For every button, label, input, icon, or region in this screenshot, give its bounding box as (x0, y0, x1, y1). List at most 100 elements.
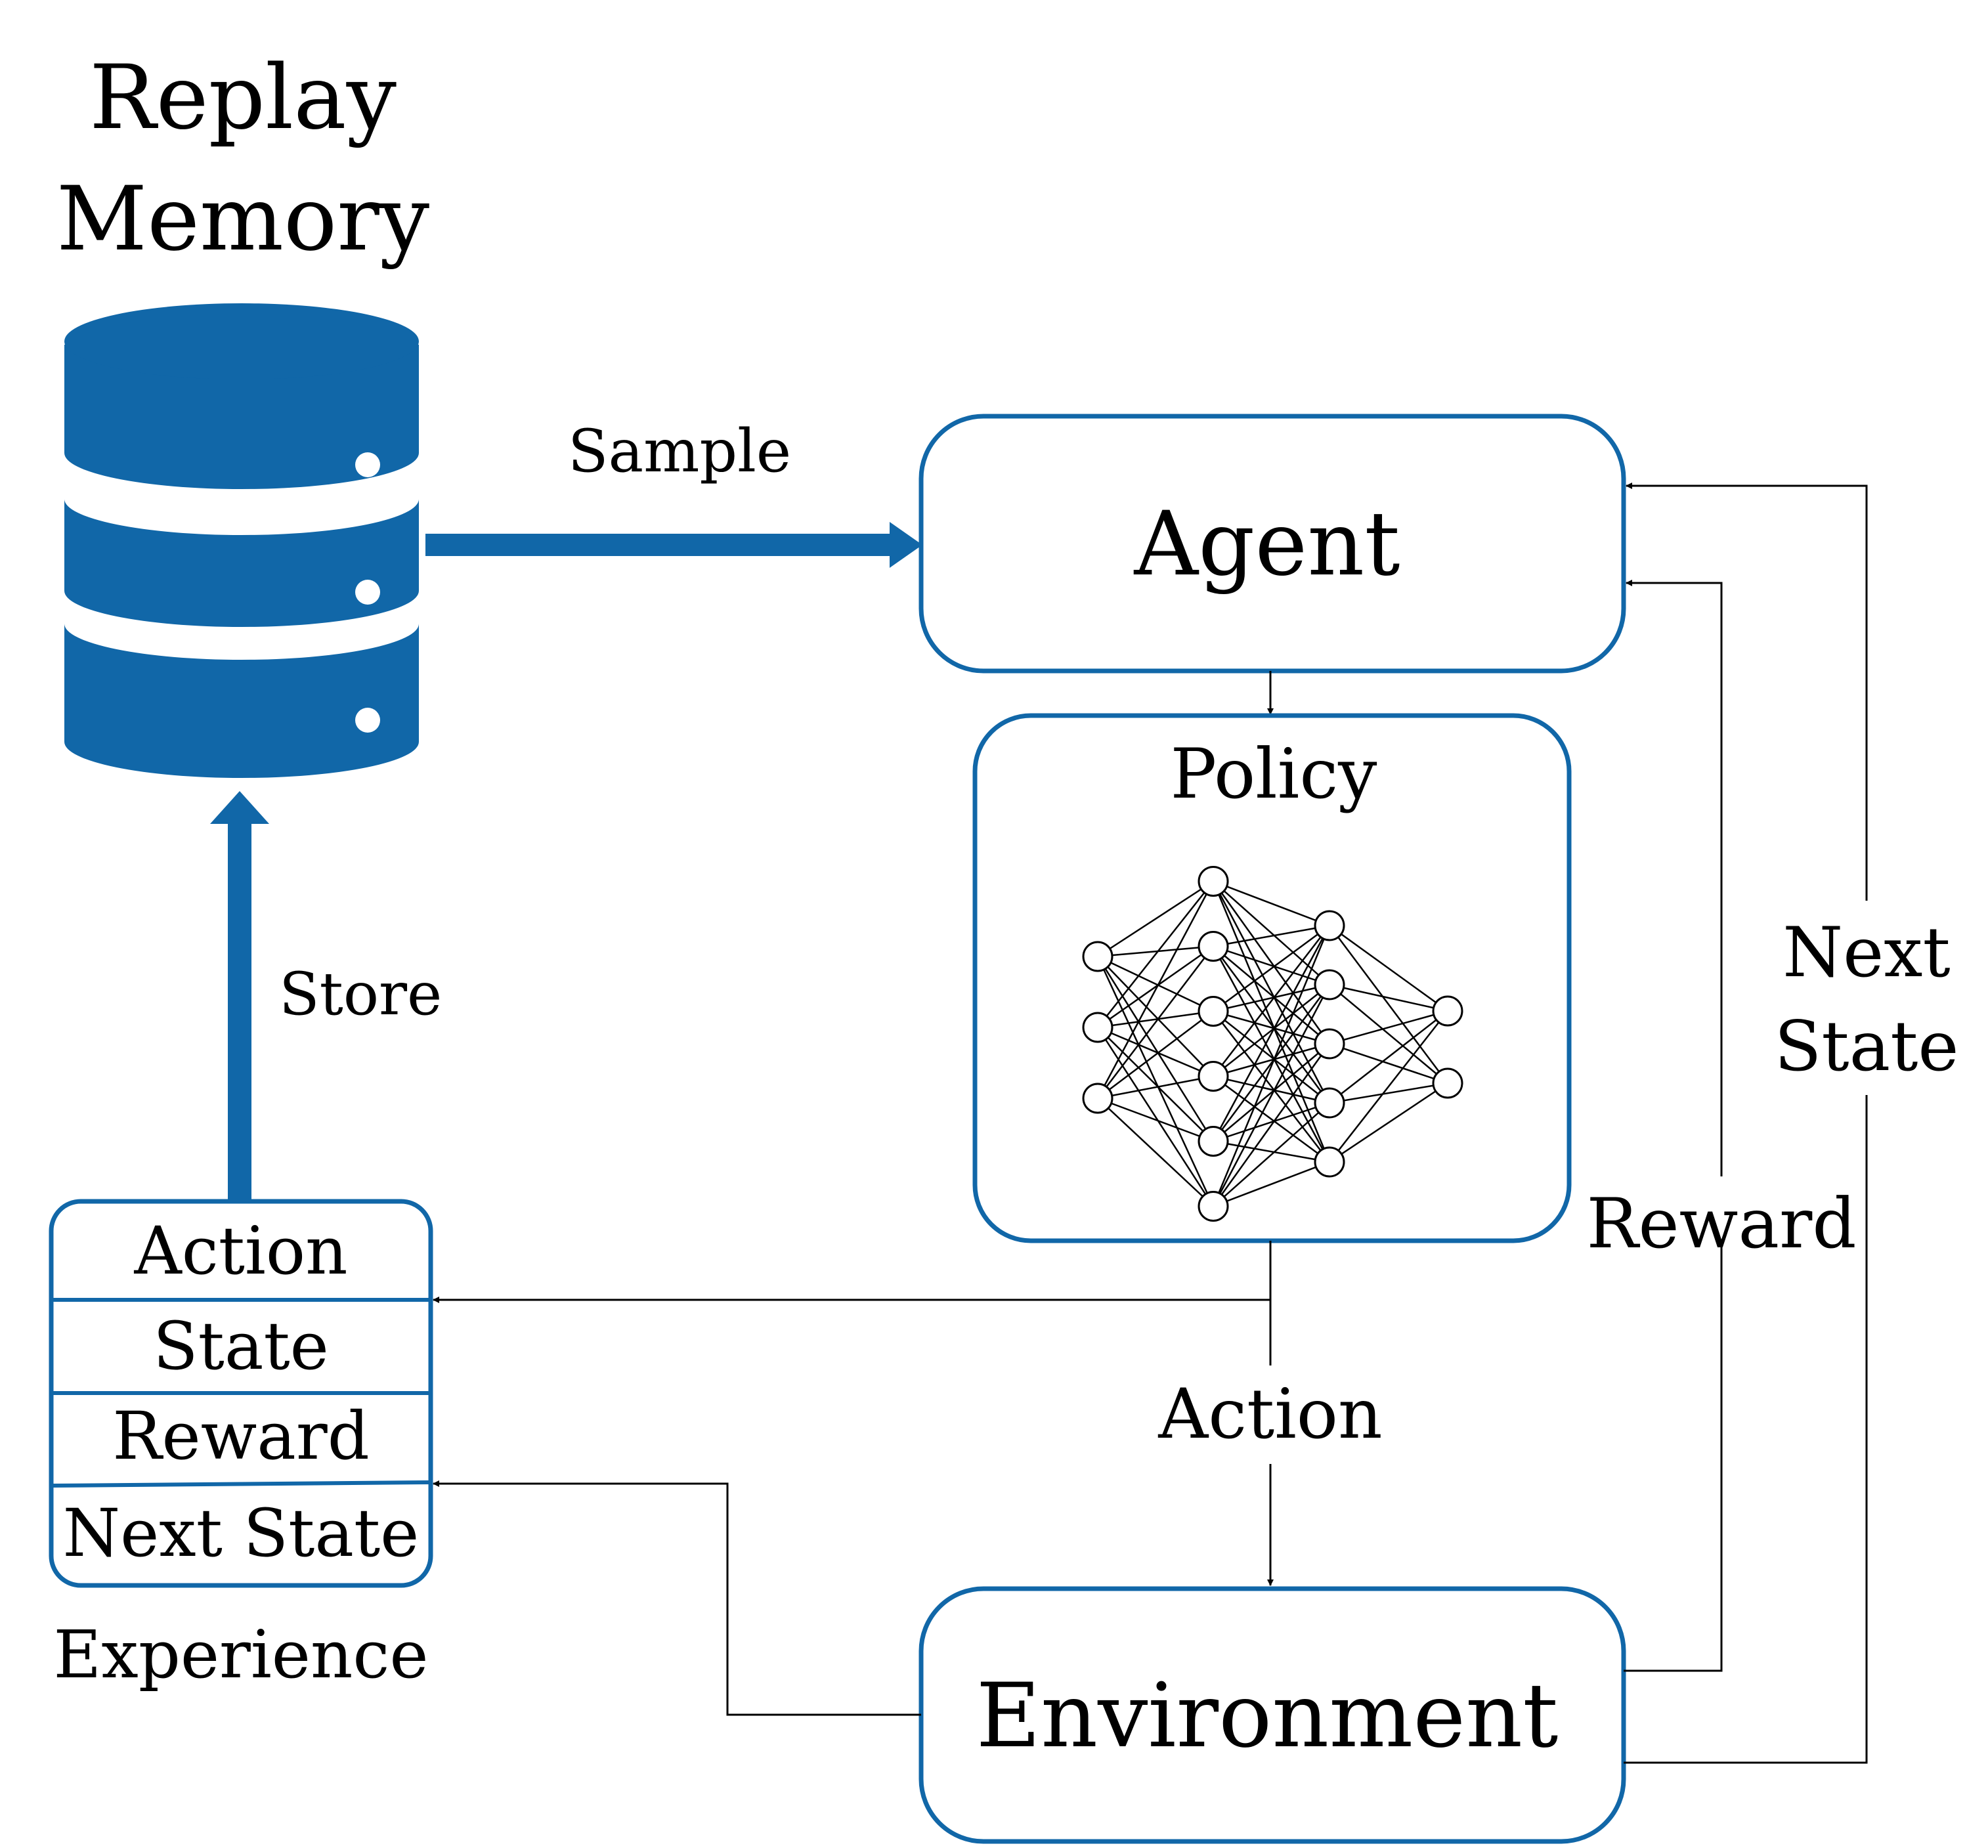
nn-connection (1097, 1075, 1214, 1100)
store-arrow (210, 791, 269, 1201)
nn-node (1082, 1012, 1113, 1043)
nn-connection (1329, 1010, 1448, 1104)
nn-connection (1097, 1010, 1214, 1029)
nn-node (1314, 910, 1345, 941)
nn-connection (1096, 880, 1215, 1099)
nn-connection (1212, 1043, 1331, 1207)
nn-connection (1329, 1082, 1448, 1163)
nn-connection (1213, 1102, 1330, 1207)
nn-connection (1097, 945, 1214, 958)
experience-row-state: State (153, 1308, 329, 1385)
env-to-experience-arrow (433, 1480, 921, 1716)
next-state-feedback-arrow (1626, 483, 1868, 901)
nn-node (1198, 931, 1229, 962)
nn-connection (1329, 1010, 1448, 1163)
reward-feedback-arrow (1626, 580, 1723, 1176)
nn-connection (1329, 925, 1448, 1084)
environment-label: Environment (976, 1664, 1559, 1767)
nn-connection (1213, 984, 1330, 1077)
next-state-feedback-line (1624, 1095, 1868, 1764)
neural-network-icon (1082, 866, 1463, 1222)
next-state-label-line2: State (1774, 1006, 1958, 1086)
policy-box: Policy (972, 713, 1572, 1243)
nn-connection (1329, 1042, 1448, 1085)
experience-caption: Experience (53, 1616, 428, 1693)
nn-connection (1097, 880, 1214, 1028)
sample-label: Sample (568, 417, 791, 486)
nn-connection (1213, 1010, 1330, 1045)
nn-connection (1097, 1097, 1214, 1142)
nn-connection (1213, 1010, 1330, 1104)
nn-connection (1212, 880, 1331, 1104)
nn-connection (1329, 924, 1448, 1012)
nn-connection (1212, 925, 1331, 1142)
nn-connection (1213, 945, 1330, 986)
policy-label: Policy (1171, 734, 1378, 814)
replay-memory-title-line2: Memory (56, 167, 429, 270)
experience-box: Action State Reward Next State (49, 1199, 433, 1588)
nn-node (1198, 1061, 1229, 1092)
action-label: Action (1157, 1374, 1382, 1454)
nn-connection (1097, 956, 1214, 1077)
nn-node (1198, 1126, 1229, 1157)
nn-connection (1097, 945, 1214, 1099)
nn-connection (1213, 1042, 1330, 1077)
nn-node (1314, 969, 1345, 1000)
action-connectors (433, 1241, 1274, 1586)
nn-connection (1329, 984, 1448, 1084)
agent-box: Agent (918, 414, 1626, 674)
sample-arrow (425, 522, 922, 568)
nn-connection (1213, 1102, 1330, 1142)
nn-node (1314, 1028, 1345, 1060)
nn-node (1082, 1083, 1113, 1114)
nn-connection (1097, 955, 1214, 1012)
nn-connection (1213, 924, 1330, 947)
experience-row-next-state: Next State (63, 1495, 420, 1572)
nn-connection (1329, 1082, 1448, 1104)
nn-connection (1212, 925, 1331, 1207)
nn-connection (1213, 880, 1330, 927)
nn-connection (1096, 1027, 1215, 1207)
experience-row-reward: Reward (112, 1398, 370, 1474)
nn-connection (1213, 1140, 1330, 1163)
nn-node (1432, 1067, 1463, 1099)
nn-node (1314, 1146, 1345, 1178)
nn-connection (1213, 1010, 1330, 1163)
reward-feedback-line (1624, 1242, 1723, 1672)
store-label: Store (279, 960, 442, 1029)
nn-connection (1213, 1161, 1330, 1207)
nn-connection (1213, 924, 1330, 1012)
nn-connection (1213, 1043, 1330, 1142)
nn-node (1314, 1087, 1345, 1119)
nn-connection (1097, 945, 1214, 1029)
nn-connection (1213, 983, 1330, 1012)
experience-row-action: Action (134, 1213, 348, 1289)
nn-connection (1097, 1010, 1214, 1099)
nn-connection (1213, 1075, 1330, 1104)
nn-connection (1212, 945, 1331, 1104)
nn-connection (1213, 1075, 1330, 1163)
nn-connection (1213, 925, 1330, 1077)
nn-connection (1212, 984, 1331, 1142)
nn-connection (1213, 945, 1330, 1044)
nn-connection (1329, 983, 1448, 1012)
nn-node (1432, 995, 1463, 1027)
nn-connection (1097, 880, 1214, 958)
agent-label: Agent (1134, 492, 1400, 595)
nn-node (1198, 1191, 1229, 1222)
nn-connection (1096, 956, 1215, 1142)
nn-node (1198, 996, 1229, 1027)
replay-memory-title-line1: Replay (89, 46, 397, 149)
nn-connection (1097, 1027, 1214, 1142)
nn-connection (1097, 1026, 1214, 1077)
nn-connection (1212, 945, 1331, 1163)
next-state-label-line1: Next (1783, 913, 1950, 993)
nn-node (1198, 866, 1229, 897)
nn-connection (1213, 880, 1330, 985)
nn-connection (1212, 984, 1331, 1207)
nn-node (1082, 941, 1113, 972)
database-icon (64, 303, 419, 778)
nn-connection (1329, 1010, 1448, 1045)
environment-box: Environment (918, 1586, 1626, 1844)
